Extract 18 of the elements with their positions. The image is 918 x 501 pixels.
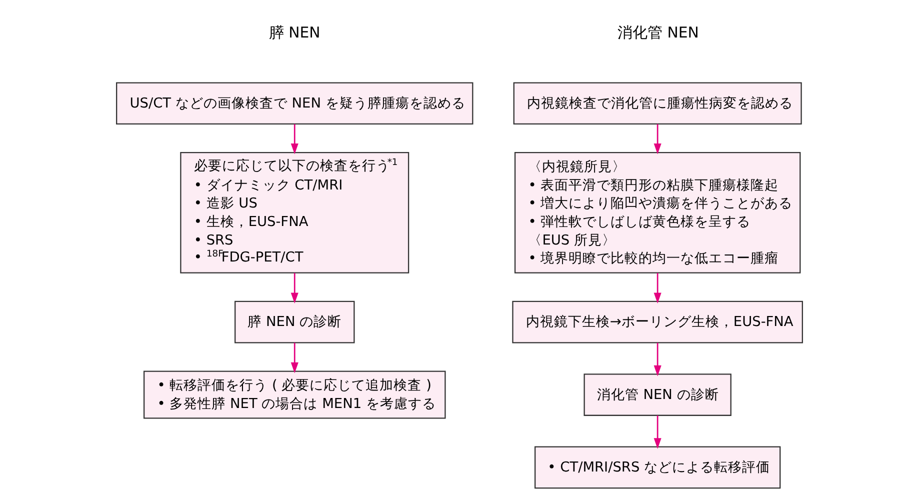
node-box: 内視鏡検査で消化管に腫瘍性病変を認める [512,82,802,125]
arrow [653,273,661,304]
node-box: 消化管 NEN の診断 [583,374,731,416]
label: 消化管 NEN [617,23,698,42]
arrow [653,124,661,154]
arrow [653,416,661,449]
node-box: 〈内視鏡所見〉 • 表面平滑で類円形の粘膜下腫瘍様隆起 • 増大により陥凹や潰瘍を伴うことがある • 弾性軟でしばしば黄色様を呈する 〈EUS 所見〉 • 境界明瞭で比較的均一な低エコー腫瘤 [514,152,800,274]
arrow [653,342,661,376]
arrow [290,273,298,304]
node-box: 必要に応じて以下の検査を行う$^{*1}$ • ダイナミック CT/MRI • 造影 US • 生検，EUS-FNA • SRS • $^{18F}$FDG-PET/CT [180,152,409,274]
node-box: • CT/MRI/SRS などによる転移評価 [534,446,780,489]
label: 膵 NEN [268,23,320,42]
node-box: 内視鏡下生検→ボーリング生検，EUS-FNA [512,300,802,344]
arrow [290,124,298,154]
node-box: US/CT などの画像検査で NEN を疑う膵腫瘍を認める [116,82,473,125]
node-box: • 転移評価を行う ( 必要に応じて追加検査 ) • 多発性膵 NET の場合は MEN1 を考慮する [142,370,446,419]
arrow [290,342,298,374]
node-box: 膵 NEN の診断 [234,300,354,344]
